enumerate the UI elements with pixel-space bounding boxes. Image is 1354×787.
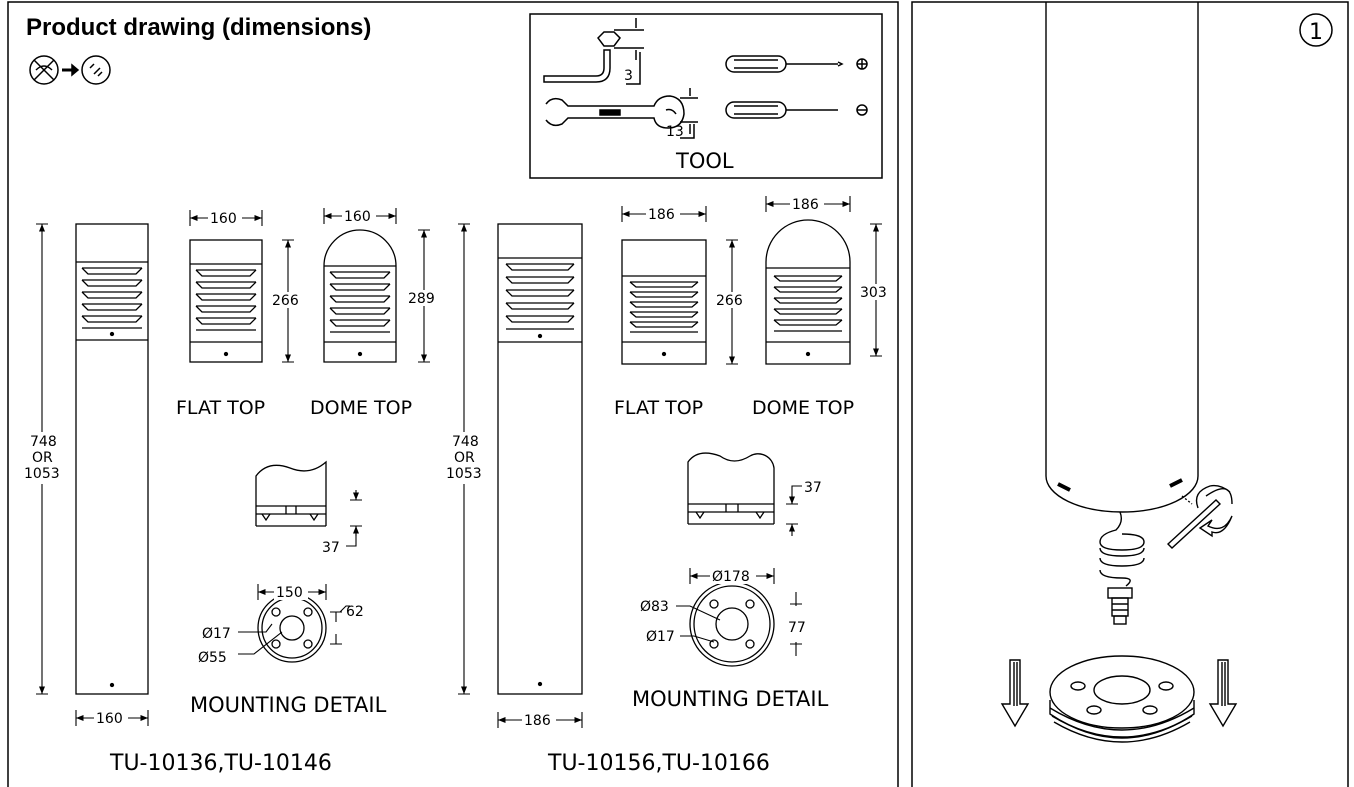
right-flat-height: 266 <box>716 293 743 309</box>
left-model-number: TU-10136,TU-10146 <box>109 751 332 776</box>
step-number-badge <box>1299 13 1333 47</box>
left-page-frame <box>7 1 899 787</box>
page-title: Product drawing (dimensions) <box>26 14 372 41</box>
hex-key-turn-icon <box>1166 484 1233 549</box>
right-base-height: 37 <box>804 480 822 496</box>
right-post-drawing <box>497 223 583 695</box>
right-dome-height: 303 <box>860 285 887 301</box>
right-mounting-center: Ø83 <box>640 599 669 615</box>
tool-label: TOOL <box>675 149 734 173</box>
left-mounting-hole: Ø17 <box>202 626 231 642</box>
left-base-height: 37 <box>322 540 340 556</box>
right-height-1: 748 <box>452 434 479 450</box>
hex-key-icon <box>543 18 644 85</box>
left-dome-top-drawing <box>323 229 397 363</box>
right-mounting-hole: Ø17 <box>646 629 675 645</box>
right-flat-top-drawing <box>621 239 707 365</box>
right-post-width: 186 <box>524 713 551 729</box>
step-number: 1 <box>1309 20 1323 45</box>
right-dome-top-drawing <box>765 219 851 365</box>
left-dome-height: 289 <box>408 291 435 307</box>
left-flat-width: 160 <box>210 211 237 227</box>
right-model-number: TU-10156,TU-10166 <box>547 751 770 776</box>
down-arrow-right-icon <box>1208 659 1238 728</box>
wrench-icon <box>545 88 698 139</box>
left-post-width: 160 <box>96 711 123 727</box>
right-mounting-label: MOUNTING DETAIL <box>632 687 829 711</box>
hex-key-size: 3 <box>624 68 633 84</box>
right-height-or: OR <box>454 450 475 466</box>
left-flat-top-drawing <box>189 239 263 363</box>
left-base-cutaway <box>255 460 327 527</box>
flat-screwdriver-icon <box>725 101 868 119</box>
right-flat-width: 186 <box>648 207 675 223</box>
phillips-screwdriver-icon <box>725 55 868 73</box>
right-mounting-plate <box>689 581 775 667</box>
right-height-2: 1053 <box>446 466 482 482</box>
right-mounting-offset: 77 <box>788 620 806 636</box>
left-height-1: 748 <box>30 434 57 450</box>
tool-box <box>529 13 883 179</box>
mounting-base-drawing <box>1049 655 1195 743</box>
right-page-frame <box>911 1 1349 787</box>
left-height-or: OR <box>32 450 53 466</box>
right-flat-top-label: FLAT TOP <box>614 397 703 419</box>
right-dome-width: 186 <box>792 197 819 213</box>
down-arrow-left-icon <box>1000 659 1030 728</box>
left-dome-width: 160 <box>344 209 371 225</box>
glove-to-glasses-icon <box>29 55 111 85</box>
left-flat-top-label: FLAT TOP <box>176 397 265 419</box>
left-mounting-center: Ø55 <box>198 650 227 666</box>
right-base-cutaway <box>687 452 775 525</box>
left-mounting-offset: 62 <box>346 604 364 620</box>
left-mounting-width: 150 <box>276 585 303 601</box>
left-mounting-label: MOUNTING DETAIL <box>190 693 387 717</box>
left-post-drawing <box>75 223 149 695</box>
left-height-2: 1053 <box>24 466 60 482</box>
right-dome-top-label: DOME TOP <box>752 397 854 419</box>
right-mounting-width: Ø178 <box>712 569 750 585</box>
left-flat-height: 266 <box>272 293 299 309</box>
wrench-size: 13 <box>666 124 684 140</box>
post-assembly-drawing <box>1045 2 1199 625</box>
left-mounting-plate <box>257 593 327 663</box>
left-dome-top-label: DOME TOP <box>310 397 412 419</box>
